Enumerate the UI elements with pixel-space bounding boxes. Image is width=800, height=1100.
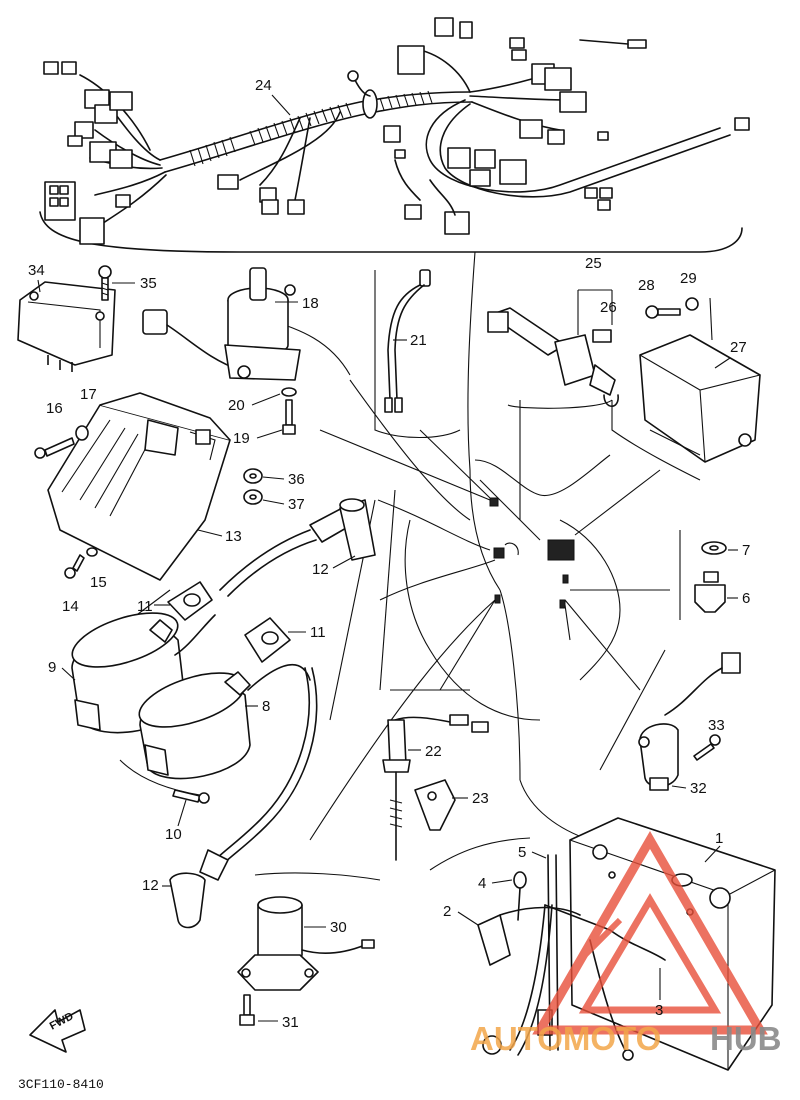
callout-5: 5 <box>518 844 526 861</box>
callout-18: 18 <box>302 295 319 312</box>
callout-19: 19 <box>233 430 250 447</box>
cap-11-lower <box>244 617 291 663</box>
ignition-coil-8 <box>138 664 311 780</box>
callout-13: 13 <box>225 528 242 545</box>
callout-20: 20 <box>228 397 245 414</box>
callout-15: 15 <box>90 574 107 591</box>
bolt-31 <box>239 994 255 1026</box>
starter-relay-30 <box>237 896 375 991</box>
callout-7: 7 <box>742 542 750 559</box>
bolt-16 <box>34 437 75 459</box>
rectifier-regulator <box>17 281 116 372</box>
watermark-logo <box>532 831 768 1035</box>
callout-32: 32 <box>690 780 707 797</box>
terminal-4 <box>513 871 527 921</box>
switch-6 <box>694 571 726 613</box>
callout-12-upper: 12 <box>312 561 329 578</box>
callout-24: 24 <box>255 77 272 94</box>
sender-22 <box>382 714 489 861</box>
screw-14 <box>64 554 85 579</box>
callout-17: 17 <box>80 386 97 403</box>
callout-16: 16 <box>46 400 63 417</box>
nut-29 <box>685 297 699 311</box>
section-brackets <box>119 270 701 881</box>
callout-2: 2 <box>443 903 451 920</box>
relay-assembly <box>487 289 619 408</box>
bush-36 <box>243 468 263 484</box>
bolt-19 <box>282 399 296 435</box>
callout-30: 30 <box>330 919 347 936</box>
callout-9: 9 <box>48 659 56 676</box>
frame-outline <box>404 251 621 841</box>
callout-31: 31 <box>282 1014 299 1031</box>
callout-3: 3 <box>655 1002 663 1019</box>
callout-29: 29 <box>680 270 697 287</box>
screw-35 <box>98 265 112 301</box>
plug-lead-lower <box>169 667 318 929</box>
screw-33 <box>693 734 721 761</box>
wire-harness <box>39 17 750 253</box>
callout-6: 6 <box>742 590 750 607</box>
sensor-32 <box>638 652 741 791</box>
callout-22: 22 <box>425 743 442 760</box>
washer-15 <box>86 547 98 557</box>
callout-4: 4 <box>478 875 486 892</box>
callout-14: 14 <box>62 598 79 615</box>
battery-band-2 <box>477 906 581 966</box>
watermark-text-2: HUB <box>710 1020 782 1057</box>
grommet-17 <box>75 425 89 441</box>
fwd-arrow-icon: FWD <box>29 1009 86 1053</box>
plug-cap-upper <box>219 498 376 597</box>
callout-34: 34 <box>28 262 45 279</box>
bracket-23 <box>414 779 456 831</box>
screw-28 <box>645 305 681 319</box>
callout-37: 37 <box>288 496 305 513</box>
main-switch <box>142 267 301 381</box>
washer-7 <box>701 541 727 555</box>
bolt-10 <box>172 789 210 804</box>
callout-12-lower: 12 <box>142 877 159 894</box>
leader-lines <box>309 379 670 841</box>
callout-21: 21 <box>410 332 427 349</box>
callout-25: 25 <box>585 255 602 272</box>
collar-37 <box>243 489 263 505</box>
callout-10: 10 <box>165 826 182 843</box>
callout-26: 26 <box>600 299 617 316</box>
callout-8: 8 <box>262 698 270 715</box>
callout-labels: 24 34 35 18 21 25 26 28 29 27 20 19 16 1… <box>28 77 750 1031</box>
callout-28: 28 <box>638 277 655 294</box>
callout-36: 36 <box>288 471 305 488</box>
cap-11-upper <box>167 581 213 621</box>
washer-20 <box>281 387 297 397</box>
callout-33: 33 <box>708 717 725 734</box>
callout-27: 27 <box>730 339 747 356</box>
sensor-21 <box>384 269 431 413</box>
diagram-code: 3CF110-8410 <box>18 1077 104 1092</box>
cover-13 <box>47 392 231 581</box>
cdi-unit <box>639 297 761 463</box>
callout-23: 23 <box>472 790 489 807</box>
callout-11-upper: 11 <box>137 598 153 615</box>
watermark-text-1: AUTOMOTO <box>470 1020 661 1057</box>
callout-1: 1 <box>715 830 723 847</box>
callout-35: 35 <box>140 275 157 292</box>
callout-11-lower: 11 <box>310 624 326 641</box>
